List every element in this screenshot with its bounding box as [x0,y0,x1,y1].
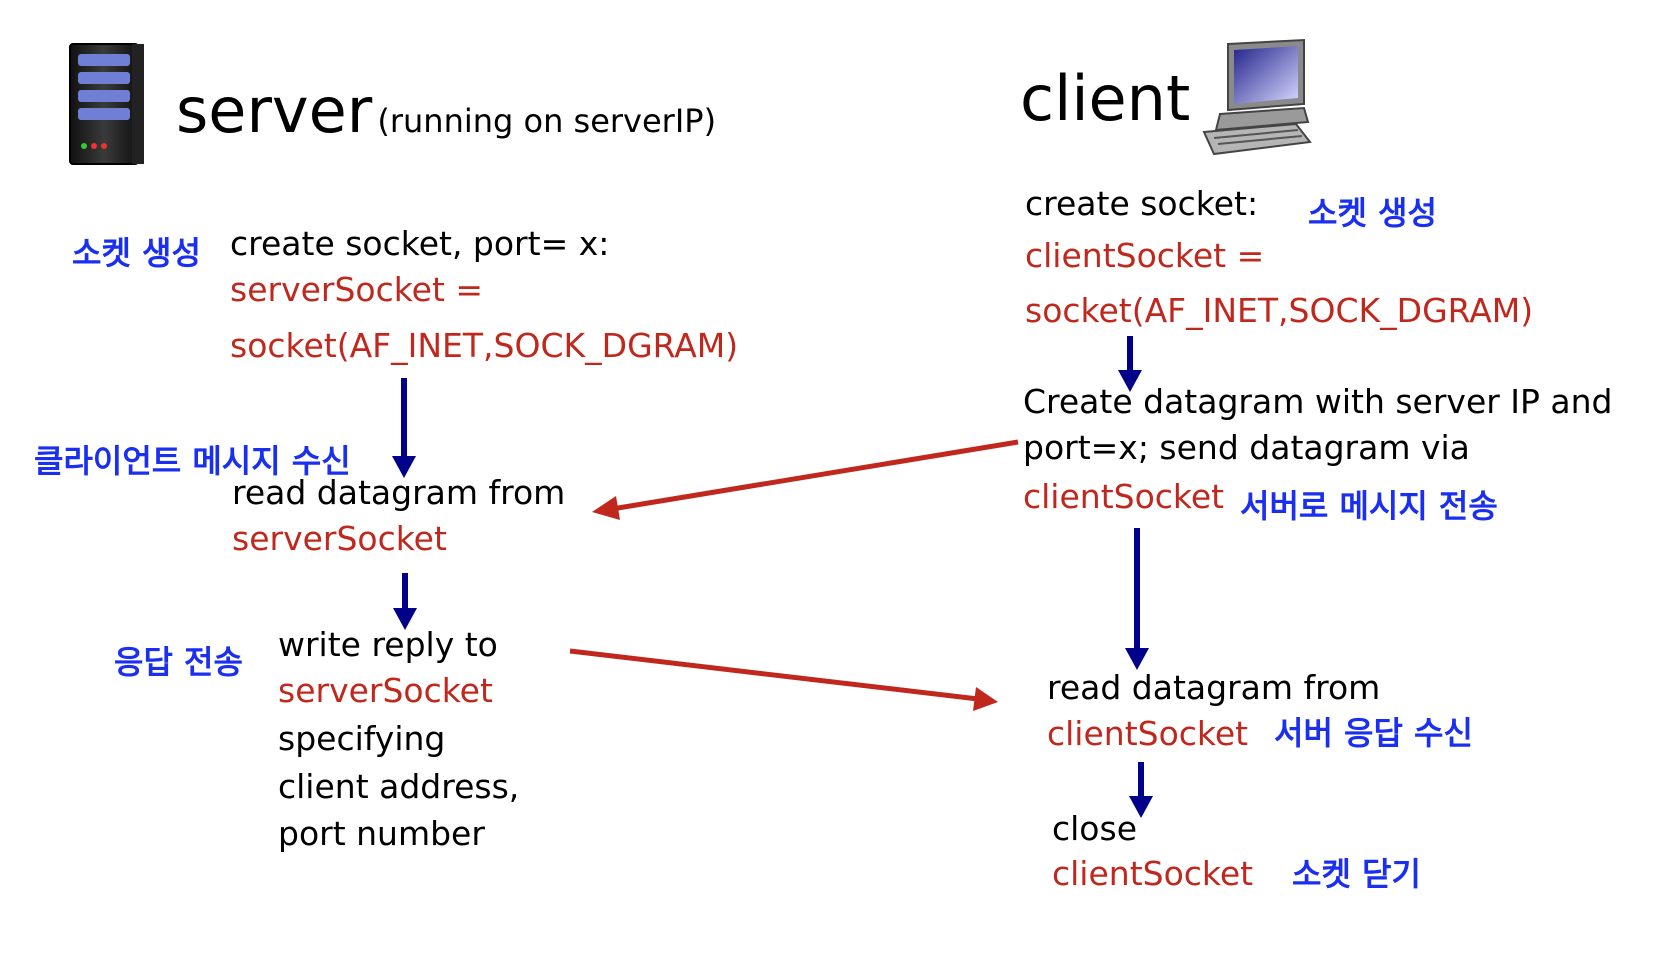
request-message-arrow [592,439,1019,520]
client-step4-korean-label: 소켓 닫기 [1292,855,1421,893]
reply-message-arrow [569,648,998,711]
desktop-computer-icon [1200,38,1312,160]
server-step3-line4: client address, [278,767,520,806]
client-step2-line1: Create datagram with server IP and [1023,382,1613,421]
server-tower-icon [68,42,148,172]
client-flow-arrow-1 [1118,336,1142,392]
server-title-block: server (running on serverIP) [176,76,716,146]
server-flow-arrow-1 [392,378,416,478]
server-step1-label: create socket, port= x: [230,224,610,263]
server-title: server [176,74,373,147]
client-flow-arrow-3 [1129,762,1153,818]
server-step3-line3: specifying [278,719,446,758]
client-step1-label: create socket: [1025,184,1259,223]
client-step1-code-line1: clientSocket = [1025,236,1265,275]
client-step1-code-line2: socket(AF_INET,SOCK_DGRAM) [1025,291,1534,330]
server-step3-code: serverSocket [278,671,493,710]
client-step3-label: read datagram from [1047,668,1381,707]
client-title: client [1020,62,1191,135]
client-step4-code: clientSocket [1052,854,1254,893]
server-step1-korean-label: 소켓 생성 [72,234,201,272]
server-step1-code-line2: socket(AF_INET,SOCK_DGRAM) [230,326,739,365]
client-step2-line2: port=x; send datagram via [1023,428,1470,467]
client-step1-korean-label: 소켓 생성 [1308,194,1437,232]
server-step1-code-line1: serverSocket = [230,270,484,309]
client-flow-arrow-2 [1125,528,1149,670]
server-flow-arrow-2 [393,573,417,630]
client-step2-korean-label: 서버로 메시지 전송 [1240,487,1498,525]
server-step2-code: serverSocket [232,519,447,558]
server-step3-label: write reply to [278,625,498,664]
client-step3-korean-label: 서버 응답 수신 [1274,714,1473,752]
client-step3-code: clientSocket [1047,714,1249,753]
client-step2-code: clientSocket [1023,477,1225,516]
server-step2-label: read datagram from [232,473,566,512]
server-step3-korean-label: 응답 전송 [114,643,243,681]
client-step4-label: close [1052,809,1137,848]
server-subtitle: (running on serverIP) [377,102,717,140]
server-step3-line5: port number [278,814,485,853]
server-step2-korean-label: 클라이언트 메시지 수신 [34,442,351,480]
